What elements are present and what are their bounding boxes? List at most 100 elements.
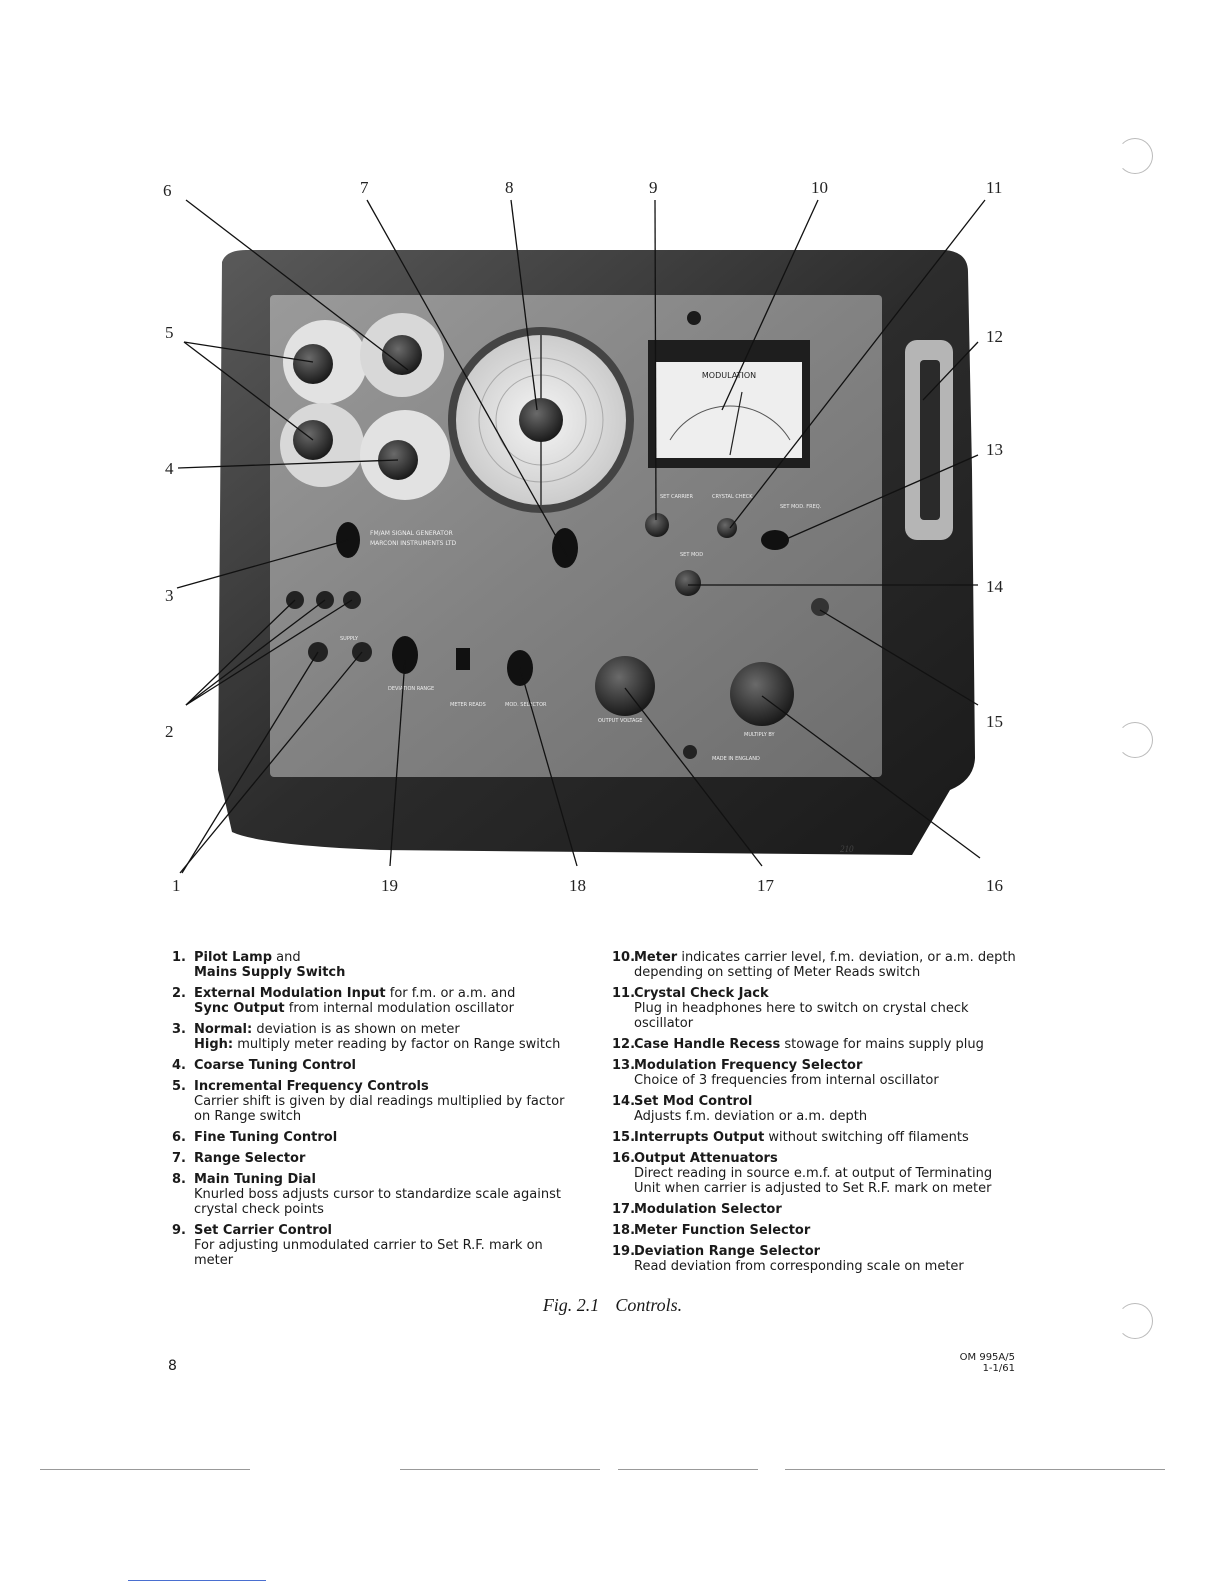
crystal-check-jack-icon: [717, 518, 737, 538]
legend-title: Pilot Lamp: [194, 950, 273, 965]
legend-item-4: 4.Coarse Tuning Control: [172, 1058, 570, 1073]
legend-desc: Carrier shift is given by dial readings …: [194, 1094, 565, 1124]
maker-logo-icon: [687, 311, 701, 325]
set-carrier-knob-icon: [645, 513, 669, 537]
legend-item-2: 2. External Modulation Input for f.m. or …: [172, 986, 570, 1016]
legend-title: Output Attenuators: [634, 1151, 778, 1166]
legend-desc: Adjusts f.m. deviation or a.m. depth: [634, 1109, 868, 1124]
legend-title: Normal:: [194, 1022, 253, 1037]
callout-17: 17: [757, 876, 775, 895]
legend-title: Set Carrier Control: [194, 1223, 333, 1238]
legend-subtitle: Mains Supply Switch: [194, 965, 346, 980]
legend-right: 10.Meter indicates carrier level, f.m. d…: [612, 950, 1022, 1280]
interrupt-switch-icon: [811, 598, 829, 616]
punch-hole-icon: [1117, 138, 1153, 174]
legend-title: Meter: [634, 950, 678, 965]
legend-text: without switching off filaments: [764, 1130, 969, 1145]
legend-number: 10.: [612, 950, 636, 965]
legend-desc: multiply meter reading by factor on Rang…: [233, 1037, 561, 1052]
panel-crystal-check-label: CRYSTAL CHECK: [712, 494, 753, 500]
legend-title: Case Handle Recess: [634, 1037, 781, 1052]
legend-number: 6.: [172, 1130, 186, 1145]
callout-18: 18: [569, 876, 586, 895]
instrument-photo: MODULATION FM/AM SIGNAL GENERATOR MARCON…: [218, 250, 975, 855]
legend-title: Meter Function Selector: [634, 1223, 811, 1238]
callout-8: 8: [505, 178, 514, 197]
callout-6: 6: [163, 181, 172, 200]
legend-title: Range Selector: [194, 1151, 306, 1166]
legend-item-12: 12.Case Handle Recess stowage for mains …: [612, 1037, 1022, 1052]
legend-title: Fine Tuning Control: [194, 1130, 338, 1145]
output-socket-icon: [683, 745, 697, 759]
legend-number: 18.: [612, 1223, 636, 1238]
legend-number: 3.: [172, 1022, 186, 1037]
callout-16: 16: [986, 876, 1003, 895]
meter-function-switch-icon: [456, 648, 470, 670]
legend-title: Modulation Frequency Selector: [634, 1058, 863, 1073]
legend-desc: For adjusting unmodulated carrier to Set…: [194, 1238, 543, 1268]
callout-11: 11: [986, 178, 1002, 197]
fine-tuning-knob-icon: [382, 335, 422, 375]
legend-item-6: 6. Fine Tuning Control: [172, 1130, 570, 1145]
legend-title: Crystal Check Jack: [634, 986, 769, 1001]
legend-number: 16.: [612, 1151, 636, 1166]
legend-subtitle: High:: [194, 1037, 234, 1052]
panel-set-mod-label: SET MOD: [680, 552, 703, 558]
page-number: 8: [168, 1358, 177, 1374]
legend-desc: Direct reading in source e.m.f. at outpu…: [634, 1166, 993, 1196]
doc-ref-line2: 1-1/61: [982, 1363, 1015, 1374]
meter-face: [656, 362, 802, 458]
doc-ref-line1: OM 995A/5: [959, 1352, 1015, 1363]
panel-product-label: FM/AM SIGNAL GENERATOR: [370, 530, 453, 537]
legend-desc: Read deviation from corresponding scale …: [634, 1259, 964, 1274]
legend-item-18: 18.Meter Function Selector: [612, 1223, 1022, 1238]
panel-made-in-england-label: MADE IN ENGLAND: [712, 756, 760, 762]
legend-title: Deviation Range Selector: [634, 1244, 821, 1259]
legend-item-15: 15.Interrupts Output without switching o…: [612, 1130, 1022, 1145]
legend-number: 4.: [172, 1058, 186, 1073]
callout-10: 10: [811, 178, 828, 197]
legend-item-7: 7. Range Selector: [172, 1151, 570, 1166]
legend-desc: Knurled boss adjusts cursor to standardi…: [194, 1187, 561, 1217]
panel-multiply-by-label: MULTIPLY BY: [744, 732, 776, 738]
callout-2: 2: [165, 722, 174, 741]
panel-supply-label: SUPPLY: [340, 636, 359, 642]
legend-number: 11.: [612, 986, 636, 1001]
scan-edge-line: [400, 1469, 600, 1470]
callout-5: 5: [165, 323, 174, 342]
legend-item-3: 3. Normal: deviation is as shown on meter…: [172, 1022, 570, 1052]
legend-title: Interrupts Output: [634, 1130, 765, 1145]
legend-number: 7.: [172, 1151, 186, 1166]
legend-text: deviation is as shown on meter: [252, 1022, 460, 1037]
legend-text: and: [272, 950, 301, 965]
panel-mod-selector-label: MOD. SELECTOR: [505, 702, 547, 708]
legend-desc: from internal modulation oscillator: [284, 1001, 514, 1016]
callout-numbers: 1 2 3 4 5 6 7 8 9 10 11 12 13 14 15 16 1…: [163, 178, 1004, 895]
legend-number: 2.: [172, 986, 186, 1001]
legend-text: for f.m. or a.m. and: [385, 986, 516, 1001]
knurled-boss-icon: [519, 398, 563, 442]
legend-item-17: 17.Modulation Selector: [612, 1202, 1022, 1217]
callout-3: 3: [165, 586, 174, 605]
figure-number: Fig. 2.1: [542, 1295, 600, 1315]
legend-number: 1.: [172, 950, 186, 965]
punch-hole-icon: [1117, 1303, 1153, 1339]
legend-title: Set Mod Control: [634, 1094, 753, 1109]
panel-meter-reads-label: METER READS: [450, 702, 486, 708]
legend-number: 14.: [612, 1094, 636, 1109]
controls-figure: MODULATION FM/AM SIGNAL GENERATOR MARCON…: [163, 178, 1004, 895]
legend-number: 17.: [612, 1202, 636, 1217]
legend-text: indicates carrier level, f.m. deviation,…: [634, 950, 1016, 980]
image-number: 210: [840, 844, 854, 854]
legend-number: 19.: [612, 1244, 636, 1259]
legend-title: External Modulation Input: [194, 986, 386, 1001]
panel-deviation-range-label: DEVIATION RANGE: [388, 686, 434, 692]
legend-title: Modulation Selector: [634, 1202, 782, 1217]
incremental-knob-icon: [293, 344, 333, 384]
panel-output-voltage-label: OUTPUT VOLTAGE: [598, 718, 642, 724]
